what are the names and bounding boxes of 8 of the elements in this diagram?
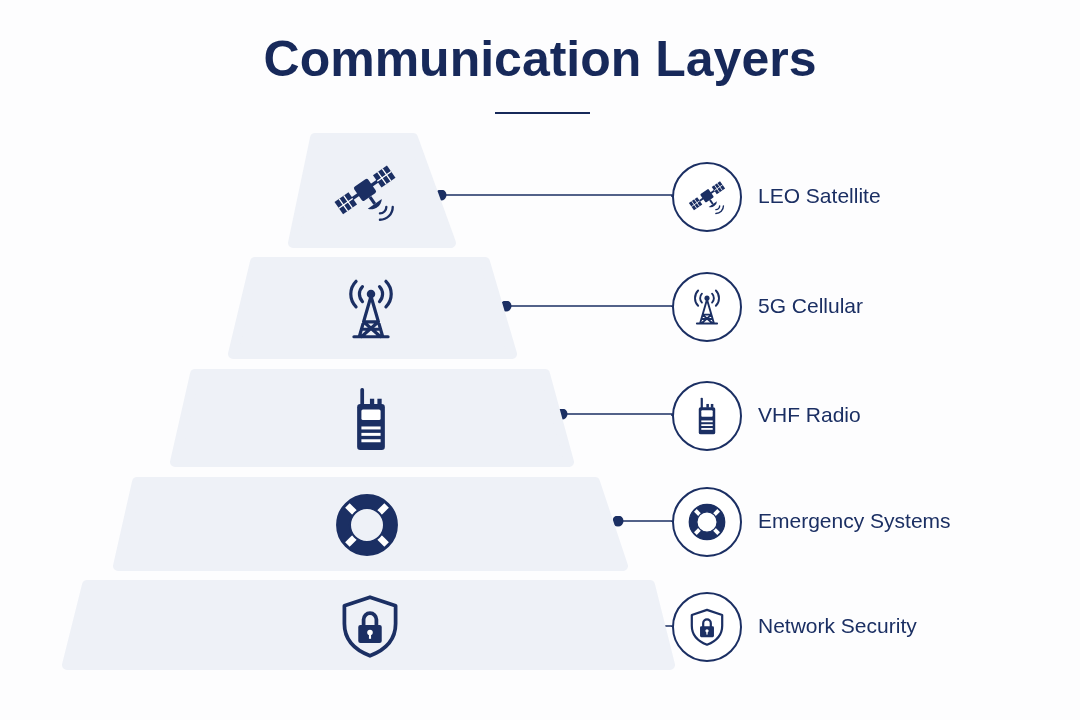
layer-label: LEO Satellite bbox=[758, 184, 881, 208]
layer-label: Network Security bbox=[758, 614, 917, 638]
leader-line bbox=[612, 515, 673, 527]
layer-label: 5G Cellular bbox=[758, 294, 864, 318]
leader-line bbox=[500, 300, 673, 312]
layer-label: VHF Radio bbox=[758, 403, 861, 427]
layer-label: Emergency Systems bbox=[758, 509, 951, 533]
diagram-title: Communication Layers bbox=[262, 30, 818, 88]
